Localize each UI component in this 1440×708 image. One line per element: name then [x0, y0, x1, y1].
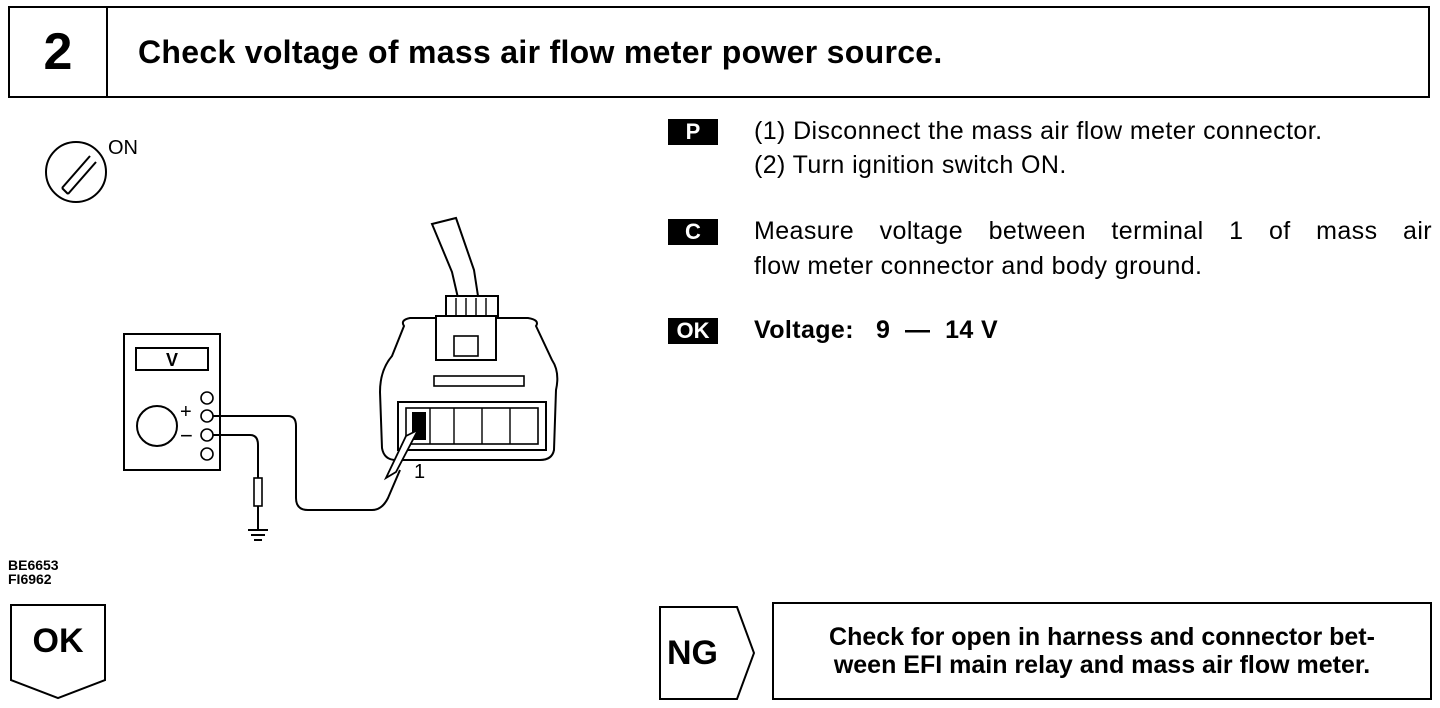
step-title: Check voltage of mass air flow meter pow…	[138, 33, 943, 70]
positive-lead	[213, 415, 401, 511]
step-header: 2 Check voltage of mass air flow meter p…	[8, 6, 1430, 98]
ng-action-line: Check for open in harness and connector …	[829, 623, 1375, 651]
test-probe	[383, 427, 421, 481]
check-line: flow meter connector and body ground.	[754, 252, 1203, 280]
wiring-illustration: ON V + −	[45, 137, 559, 541]
ng-badge-shape	[659, 606, 756, 700]
ng-badge-label: NG	[667, 634, 718, 672]
prep-line: (1) Disconnect the mass air flow meter c…	[754, 117, 1323, 145]
minus-label: −	[180, 423, 193, 448]
figure-code: BE6653	[8, 557, 59, 573]
figure-code: FI6962	[8, 571, 52, 587]
ok-tag: OK	[668, 318, 718, 344]
ng-action-box: Check for open in harness and connector …	[772, 602, 1432, 700]
ignition-switch-icon	[45, 141, 107, 203]
ng-badge: NG	[659, 606, 756, 700]
mass-air-flow-connector	[378, 216, 559, 461]
switch-on-label: ON	[108, 137, 138, 159]
voltmeter-icon	[123, 333, 221, 471]
check-tag: C	[668, 219, 718, 245]
terminal-number-label: 1	[414, 461, 425, 483]
ok-badge-shape	[10, 604, 106, 700]
meter-unit-label: V	[166, 350, 178, 370]
ng-action-line: ween EFI main relay and mass air flow me…	[833, 651, 1371, 679]
ok-badge-label: OK	[32, 622, 84, 660]
ground-icon	[248, 529, 268, 541]
prep-tag: P	[668, 119, 718, 145]
prep-line: (2) Turn ignition switch ON.	[754, 151, 1067, 179]
ok-badge: OK	[10, 604, 106, 700]
ok-spec: Voltage: 9 — 14 V	[754, 316, 999, 344]
negative-lead	[213, 434, 259, 480]
step-number: 2	[10, 8, 108, 96]
plus-label: +	[180, 401, 192, 423]
check-line: Measure voltage between terminal 1 of ma…	[754, 217, 1432, 245]
